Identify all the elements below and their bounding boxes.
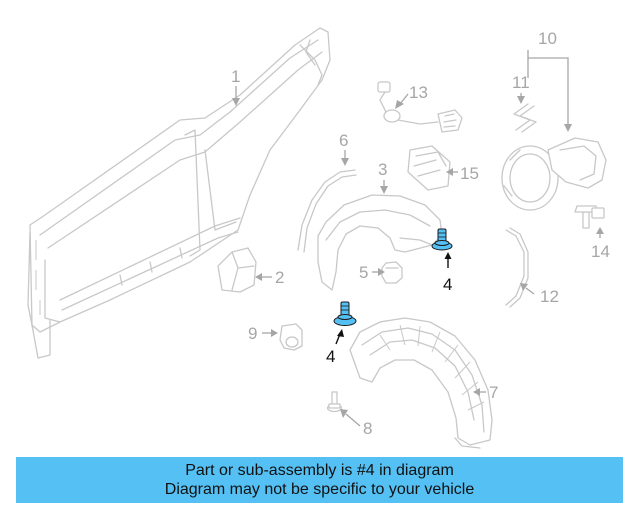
part-6-molding: [297, 169, 357, 253]
banner-line-2: Diagram may not be specific to your vehi…: [164, 481, 475, 498]
part-11-emblem: [513, 103, 537, 133]
callout-2: 2: [275, 268, 284, 287]
callout-11: 11: [512, 73, 530, 92]
info-banner: Part or sub-assembly is #4 in diagram Di…: [16, 457, 623, 503]
callout-4-lower: 4: [326, 347, 335, 366]
part-9-grommet: [279, 323, 303, 351]
part-8-bolt: [326, 391, 343, 413]
callout-8: 8: [363, 419, 372, 438]
callout-6: 6: [339, 131, 348, 150]
callout-3: 3: [378, 160, 387, 179]
callout-10: 10: [538, 29, 557, 48]
part-2-bracket: [217, 247, 257, 293]
part-14-bolt: [574, 205, 605, 229]
part-3-fender: [317, 194, 443, 291]
part-15-actuator: [407, 145, 451, 191]
callout-12: 12: [540, 287, 559, 306]
callout-9: 9: [248, 324, 257, 343]
callout-13: 13: [409, 83, 428, 102]
callout-4-upper: 4: [443, 275, 452, 294]
callout-leaders: [232, 50, 604, 427]
callout-7: 7: [489, 383, 498, 402]
part-12-seal-strip: [505, 227, 529, 308]
part-4-stud-liner-front: [333, 301, 357, 326]
callout-leaders-highlight: [335, 252, 452, 345]
callout-14: 14: [591, 242, 610, 261]
part-13-harness: [377, 81, 463, 133]
part-10-fuel-door: [501, 137, 607, 211]
part-7-wheel-liner: [349, 317, 493, 449]
banner-line-1: Part or sub-assembly is #4 in diagram: [185, 462, 454, 479]
callout-5: 5: [359, 263, 368, 282]
part-1-body-side-panel: [27, 27, 331, 359]
part-5-clip: [381, 261, 403, 284]
callout-1: 1: [231, 67, 240, 86]
parts-diagram: 1 2 3 4 4 5 6 7 8 9 10 11 12 13 14 15: [27, 27, 610, 449]
callout-15: 15: [460, 164, 479, 183]
part-4-stud-fender-lower: [431, 228, 453, 251]
